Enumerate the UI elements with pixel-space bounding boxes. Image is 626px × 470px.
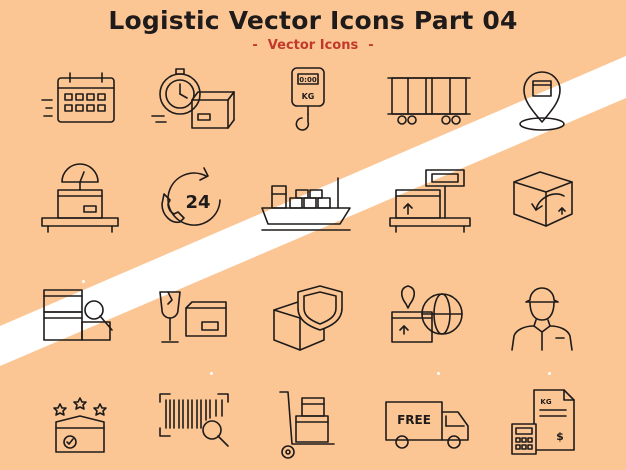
global-location-box-icon xyxy=(382,280,478,360)
page-title: Logistic Vector Icons Part 04 xyxy=(108,6,518,35)
truck-free-label: FREE xyxy=(397,413,431,427)
scale-unit: KG xyxy=(302,92,315,101)
fragile-glass-icon xyxy=(146,280,242,360)
barcode-scan-icon xyxy=(146,384,242,464)
subtitle-text: Vector Icons xyxy=(267,38,359,53)
hanging-scale-icon: 0:00 KG xyxy=(262,64,358,144)
invoice-currency-label: $ xyxy=(556,430,564,443)
free-delivery-truck-icon: FREE xyxy=(380,388,476,468)
courier-person-icon xyxy=(494,280,590,360)
24-hour-service-icon: 24 xyxy=(146,160,242,240)
location-pin-parcel-icon xyxy=(494,64,590,144)
subtitle-dash-left: - xyxy=(252,38,258,53)
cargo-ship-icon xyxy=(258,164,354,244)
service-24-label: 24 xyxy=(185,192,210,213)
subtitle-dash-right: - xyxy=(368,38,374,53)
platform-scale-icon xyxy=(382,160,478,240)
invoice-weight-label: KG xyxy=(540,398,551,406)
sparkle-dot xyxy=(437,372,440,375)
calendar-delivery-icon xyxy=(38,64,134,144)
box-inspection-icon xyxy=(32,280,128,360)
sparkle-dot xyxy=(82,280,85,283)
scale-readout: 0:00 xyxy=(299,76,317,84)
return-box-icon xyxy=(494,160,590,240)
rated-box-icon xyxy=(32,388,128,468)
freight-wagon-icon xyxy=(380,64,476,144)
sparkle-dot xyxy=(548,372,551,375)
shield-box-icon xyxy=(262,280,358,360)
hand-truck-icon xyxy=(262,384,358,464)
weighing-parcel-icon xyxy=(32,160,128,240)
invoice-calculator-icon: KG $ xyxy=(500,384,596,464)
stopwatch-parcel-icon xyxy=(146,64,242,144)
sparkle-dot xyxy=(210,372,213,375)
page-subtitle: -Vector Icons- xyxy=(0,38,626,53)
